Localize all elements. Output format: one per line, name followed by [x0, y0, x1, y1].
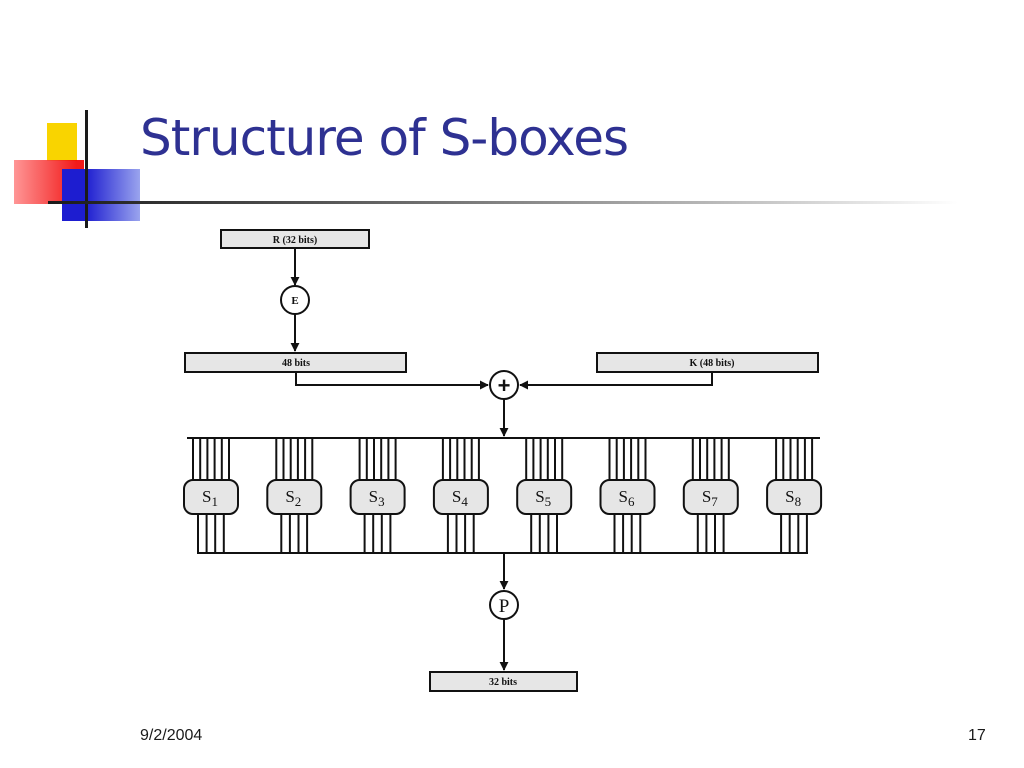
xor-node: + — [489, 370, 519, 400]
sbox-label: S4 — [452, 487, 468, 509]
output-32bits-label: 32 bits — [489, 677, 517, 688]
output-32bits-box: 32 bits — [429, 671, 578, 692]
permutation-p-label: P — [499, 596, 510, 617]
input-r-label: R (32 bits) — [273, 235, 317, 246]
sbox-label-sub: 4 — [461, 494, 468, 509]
sbox-label-sub: 3 — [378, 494, 385, 509]
sbox-label-main: S — [535, 487, 544, 506]
sbox-6: S6 — [599, 438, 656, 553]
sbox-label-sub: 6 — [628, 494, 635, 509]
sbox-label-main: S — [202, 487, 211, 506]
key-k-box: K (48 bits) — [596, 352, 819, 373]
sbox-label: S7 — [702, 487, 718, 509]
decor-vertical-rule — [85, 110, 88, 228]
expansion-e-node: E — [280, 285, 310, 315]
sbox-label-sub: 1 — [211, 494, 218, 509]
sbox-5: S5 — [516, 438, 573, 553]
key-k-label: K (48 bits) — [690, 358, 735, 369]
sbox-shape — [516, 479, 573, 515]
decor-blue-square — [62, 169, 140, 221]
sbox-label-main: S — [285, 487, 294, 506]
input-r-box: R (32 bits) — [220, 229, 370, 249]
sbox-label: S5 — [535, 487, 551, 509]
sbox-label: S3 — [369, 487, 385, 509]
sbox-8: S8 — [766, 438, 823, 553]
sbox-shape — [682, 479, 739, 515]
arrow-48bits-to-xor — [295, 372, 489, 390]
sbox-label-sub: 5 — [545, 494, 552, 509]
sbox-label: S6 — [619, 487, 635, 509]
sbox-shape — [183, 479, 239, 515]
sbox-label-main: S — [452, 487, 461, 506]
sbox-2: S2 — [266, 438, 323, 553]
footer-page-number: 17 — [968, 727, 986, 744]
sbox-label-main: S — [619, 487, 628, 506]
permutation-p-node: P — [489, 590, 519, 620]
sbox-3: S3 — [349, 438, 406, 553]
sbox-label-sub: 7 — [711, 494, 718, 509]
sbox-label-sub: 2 — [295, 494, 302, 509]
footer-date: 9/2/2004 — [140, 727, 203, 744]
sbox-7: S7 — [682, 438, 739, 553]
sbox-shape — [432, 479, 489, 515]
arrow-key-to-xor — [519, 372, 713, 390]
decor-yellow-square — [47, 123, 77, 161]
sbox-label: S2 — [285, 487, 301, 509]
xor-symbol: + — [498, 373, 511, 398]
sbox-shape — [349, 479, 406, 515]
sbox-label-sub: 8 — [795, 494, 802, 509]
title-underline — [48, 201, 958, 204]
sbox-4: S4 — [432, 438, 489, 553]
sbox-label: S8 — [785, 487, 801, 509]
sbox-label-main: S — [702, 487, 711, 506]
sbox-label-main: S — [369, 487, 378, 506]
expansion-e-label: E — [291, 295, 298, 307]
sbox-shape — [266, 479, 323, 515]
sbox-1: S1 — [183, 438, 239, 553]
sbox-label-main: S — [785, 487, 794, 506]
expanded-48bits-label: 48 bits — [282, 358, 310, 369]
expanded-48bits-box: 48 bits — [184, 352, 407, 373]
sbox-shape — [766, 479, 823, 515]
sbox-label: S1 — [202, 487, 218, 509]
slide-title: Structure of S-boxes — [140, 109, 629, 167]
sbox-shape — [599, 479, 656, 515]
